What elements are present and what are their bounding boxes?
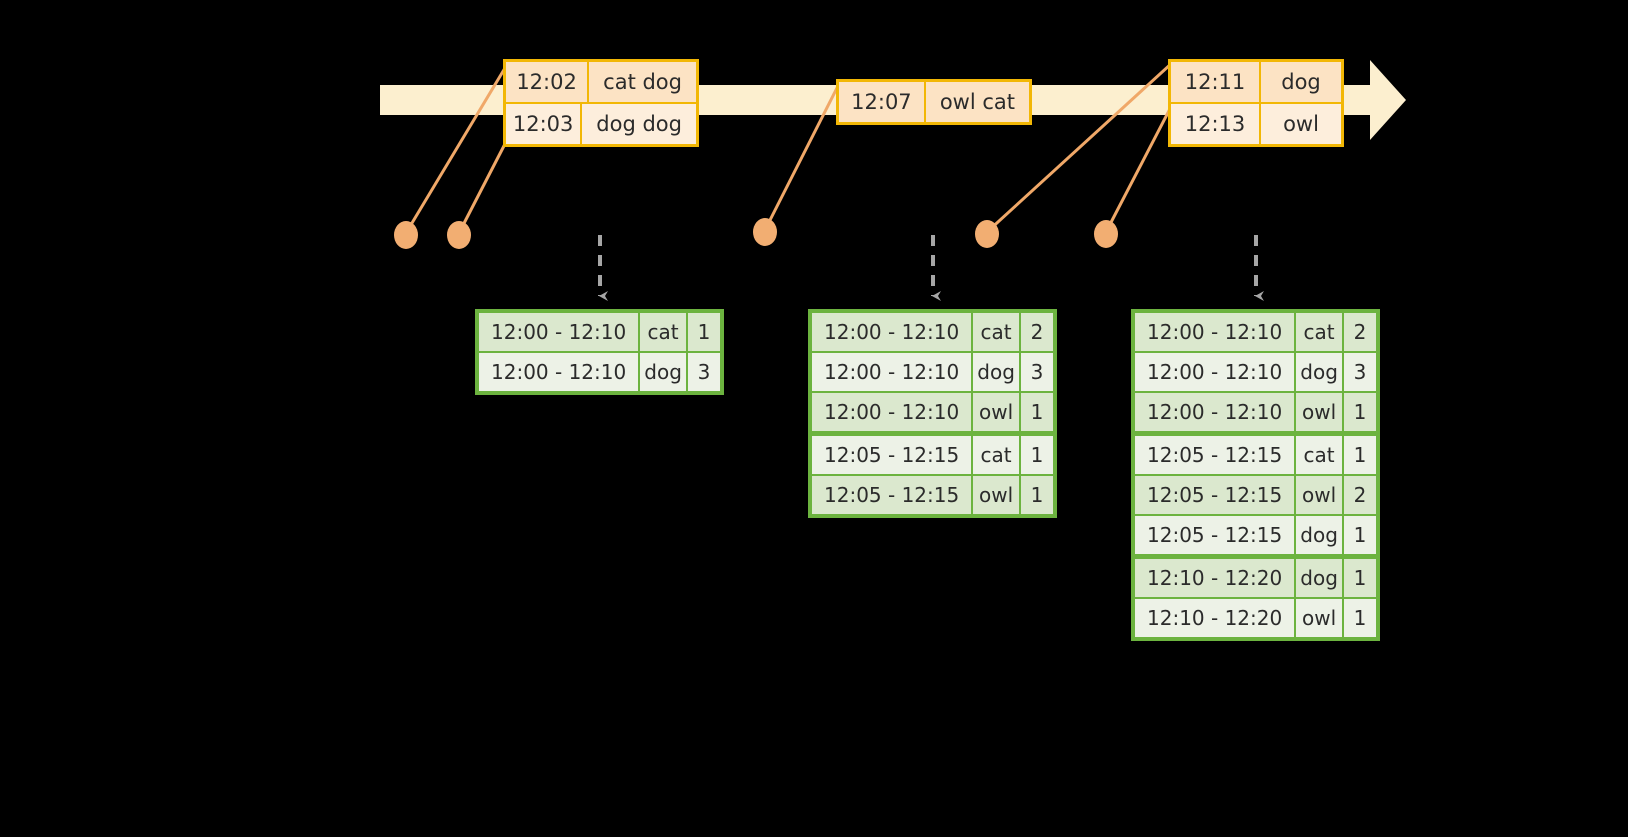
window-cell: 12:05 - 12:15 — [1147, 443, 1283, 467]
table-row[interactable]: 12:00 - 12:10 dog 3 — [479, 353, 720, 391]
window-cell: 12:00 - 12:10 — [824, 320, 960, 344]
table-row[interactable]: 12:00 - 12:10 dog 3 — [1135, 353, 1376, 393]
count-cell: 2 — [1018, 313, 1053, 351]
connector-line-2 — [457, 139, 509, 234]
event-words: dog — [1259, 62, 1341, 102]
window-cell: 12:00 - 12:10 — [491, 320, 627, 344]
connector-dot-5 — [1094, 220, 1118, 248]
key-cell: owl — [971, 393, 1019, 431]
key-cell: owl — [971, 476, 1019, 514]
connector-line-3 — [763, 81, 842, 231]
count-cell: 1 — [1341, 599, 1376, 637]
window-cell: 12:00 - 12:10 — [1147, 320, 1283, 344]
window-cell: 12:00 - 12:10 — [824, 360, 960, 384]
table-row[interactable]: 12:10 - 12:20 dog 1 — [1135, 559, 1376, 599]
event-words: cat dog — [587, 62, 696, 102]
table-row[interactable]: 12:05 - 12:15 cat 1 — [812, 436, 1053, 476]
window-cell: 12:05 - 12:15 — [1147, 483, 1283, 507]
event-group-2[interactable]: 12:07 owl cat — [836, 79, 1032, 125]
window-cell: 12:00 - 12:10 — [491, 360, 627, 384]
count-cell: 2 — [1341, 313, 1376, 351]
count-cell: 1 — [1341, 516, 1376, 554]
event-group-1[interactable]: 12:02 cat dog 12:03 dog dog — [503, 59, 699, 147]
event-time: 12:02 — [516, 70, 577, 94]
key-cell: dog — [1294, 559, 1342, 597]
key-cell: owl — [1294, 393, 1342, 431]
key-cell: cat — [971, 313, 1019, 351]
table-row[interactable]: 12:00 - 12:10 owl 1 — [1135, 393, 1376, 436]
key-cell: dog — [971, 353, 1019, 391]
count-cell: 3 — [1341, 353, 1376, 391]
table-row[interactable]: 12:05 - 12:15 owl 1 — [812, 476, 1053, 514]
result-table-3[interactable]: 12:00 - 12:10 cat 2 12:00 - 12:10 dog 3 … — [1131, 309, 1380, 641]
event-time: 12:03 — [512, 112, 574, 136]
count-cell: 1 — [1341, 393, 1376, 431]
window-cell: 12:05 - 12:15 — [824, 483, 960, 507]
count-cell: 1 — [1341, 436, 1376, 474]
table-row[interactable]: 12:05 - 12:15 cat 1 — [1135, 436, 1376, 476]
connector-dot-4 — [975, 220, 999, 248]
window-cell: 12:00 - 12:10 — [824, 400, 960, 424]
key-cell: cat — [638, 313, 686, 351]
count-cell: 1 — [685, 313, 720, 351]
table-row[interactable]: 12:00 - 12:10 cat 1 — [479, 313, 720, 353]
count-cell: 1 — [1018, 393, 1053, 431]
table-row[interactable]: 12:00 - 12:10 owl 1 — [812, 393, 1053, 436]
connector-dot-2 — [447, 221, 471, 249]
result-table-1[interactable]: 12:00 - 12:10 cat 1 12:00 - 12:10 dog 3 — [475, 309, 724, 395]
window-cell: 12:10 - 12:20 — [1147, 606, 1283, 630]
event-words: owl cat — [923, 82, 1029, 122]
count-cell: 3 — [1018, 353, 1053, 391]
table-row[interactable]: 12:00 - 12:10 dog 3 — [812, 353, 1053, 393]
key-cell: cat — [1294, 436, 1342, 474]
event-row[interactable]: 12:03 dog dog — [506, 102, 696, 144]
connector-dot-1 — [394, 221, 418, 249]
key-cell: cat — [971, 436, 1019, 474]
table-row[interactable]: 12:05 - 12:15 dog 1 — [1135, 516, 1376, 559]
event-words: owl — [1259, 104, 1341, 144]
event-words: dog dog — [580, 104, 696, 144]
window-cell: 12:05 - 12:15 — [1147, 523, 1283, 547]
count-cell: 2 — [1341, 476, 1376, 514]
key-cell: cat — [1294, 313, 1342, 351]
table-row[interactable]: 12:05 - 12:15 owl 2 — [1135, 476, 1376, 516]
window-cell: 12:00 - 12:10 — [1147, 360, 1283, 384]
event-time: 12:11 — [1184, 70, 1246, 94]
key-cell: dog — [1294, 516, 1342, 554]
event-row[interactable]: 12:11 dog — [1171, 62, 1341, 102]
key-cell: owl — [1294, 599, 1342, 637]
connector-dots — [394, 218, 1118, 249]
key-cell: owl — [1294, 476, 1342, 514]
event-row[interactable]: 12:07 owl cat — [839, 82, 1029, 122]
table-row[interactable]: 12:10 - 12:20 owl 1 — [1135, 599, 1376, 637]
down-arrows — [598, 235, 1264, 301]
count-cell: 1 — [1341, 559, 1376, 597]
event-time: 12:13 — [1184, 112, 1246, 136]
result-table-2[interactable]: 12:00 - 12:10 cat 2 12:00 - 12:10 dog 3 … — [808, 309, 1057, 518]
event-row[interactable]: 12:13 owl — [1171, 102, 1341, 144]
count-cell: 3 — [685, 353, 720, 391]
key-cell: dog — [638, 353, 686, 391]
key-cell: dog — [1294, 353, 1342, 391]
count-cell: 1 — [1018, 476, 1053, 514]
connector-line-1 — [404, 67, 507, 234]
event-row[interactable]: 12:02 cat dog — [506, 62, 696, 102]
event-group-3[interactable]: 12:11 dog 12:13 owl — [1168, 59, 1344, 147]
window-cell: 12:00 - 12:10 — [1147, 400, 1283, 424]
connector-dot-3 — [753, 218, 777, 246]
event-time: 12:07 — [851, 90, 912, 114]
table-row[interactable]: 12:00 - 12:10 cat 2 — [812, 313, 1053, 353]
connector-line-5 — [1104, 102, 1175, 233]
count-cell: 1 — [1018, 436, 1053, 474]
window-cell: 12:10 - 12:20 — [1147, 566, 1283, 590]
window-cell: 12:05 - 12:15 — [824, 443, 960, 467]
table-row[interactable]: 12:00 - 12:10 cat 2 — [1135, 313, 1376, 353]
